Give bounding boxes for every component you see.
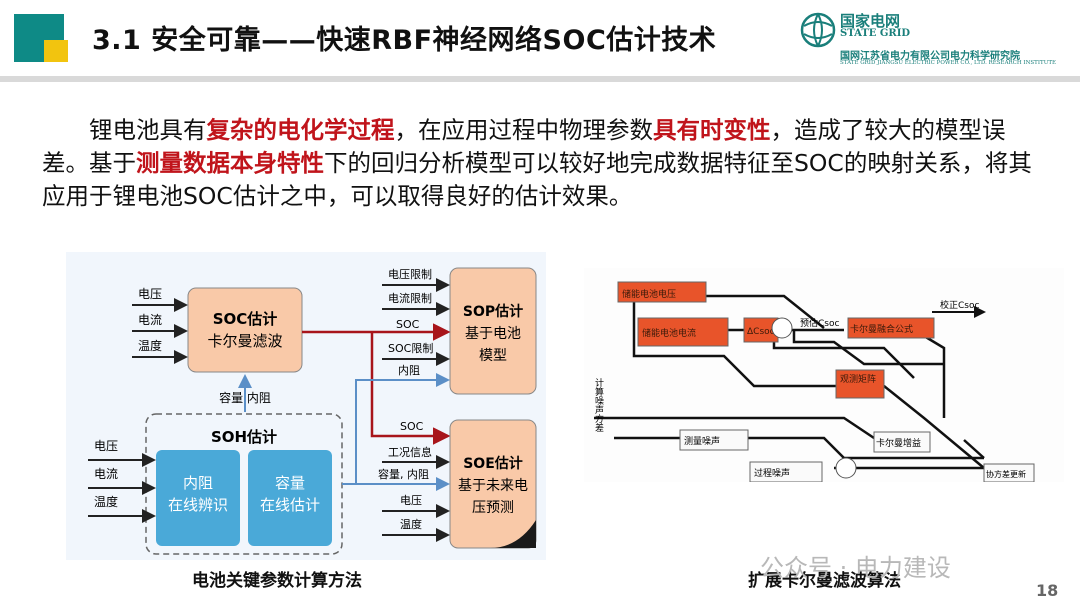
highlight-3: 测量数据本身特性	[136, 149, 324, 177]
ekf-block-label: 协方差更新	[986, 469, 1026, 479]
soc-estimation-box	[187, 287, 303, 373]
state-grid-logo: 国家电网 STATE GRID 国网江苏省电力有限公司电力科学研究院 STATE…	[798, 10, 1078, 70]
ekf-label-correct: 校正Csoc	[940, 299, 979, 311]
title-decoration-yellow	[44, 40, 68, 62]
sop-box-line3: 模型	[479, 348, 507, 364]
body-text-3: ，造成了较大的模型误差。基于	[42, 116, 1006, 177]
sop-input-label: SOC限制	[388, 342, 433, 355]
soe-input-label: 电压	[400, 494, 422, 507]
ekf-block-label: 卡尔曼增益	[876, 437, 921, 449]
ekf-block-label: ΔCsoc	[747, 327, 775, 337]
soh-capacity-box	[248, 450, 332, 546]
header-divider	[0, 76, 1080, 82]
left-figure-caption: 电池关键参数计算方法	[192, 571, 362, 591]
soe-input-label: 工况信息	[388, 445, 432, 459]
ekf-block-label: 过程噪声	[754, 467, 790, 479]
soh-resistance-box	[156, 450, 240, 546]
sop-input-label: SOC	[396, 318, 420, 331]
sop-input-label: 电压限制	[388, 268, 432, 281]
soe-box-title: SOE估计	[463, 455, 523, 472]
soh-input-label: 电压	[94, 439, 118, 453]
sop-input-label: 电流限制	[388, 291, 432, 305]
logo-organization: 国网江苏省电力有限公司电力科学研究院	[840, 51, 1020, 62]
soh-title: SOH估计	[211, 428, 277, 446]
ekf-block-label: 观测矩阵	[840, 373, 876, 385]
soh-capacity-method: 在线估计	[260, 496, 320, 514]
soh-to-soc-label: 容量 内阻	[219, 390, 271, 405]
ekf-block	[835, 369, 885, 399]
soc-box-method: 卡尔曼滤波	[207, 332, 282, 350]
soe-input-label: 温度	[400, 517, 422, 531]
ekf-block	[637, 317, 729, 347]
ekf-block	[873, 431, 931, 453]
sop-box-title: SOP估计	[463, 303, 523, 320]
page-number: 18	[1036, 581, 1059, 600]
soe-box-line3: 压预测	[472, 500, 514, 516]
soe-input-label: 容量, 内阻	[378, 467, 429, 481]
logo-english-name: STATE GRID	[840, 28, 911, 39]
highlight-1: 复杂的电化学过程	[206, 116, 395, 144]
ekf-block-label: 储能电池电压	[622, 288, 676, 300]
sop-input-label: 内阻	[398, 363, 420, 377]
battery-parameter-diagram: 电压 电流 温度 SOC估计 卡尔曼滤波 容量 内阻 SOH估计 内阻 在线辨识…	[66, 252, 546, 560]
body-text-1: 锂电池具有	[89, 116, 207, 144]
highlight-2: 具有时变性	[653, 116, 771, 144]
soh-capacity-label: 容量	[275, 474, 305, 492]
ekf-block	[847, 317, 935, 339]
logo-organization-english: STATE GRID JIANGSU ELECTRIC POWER CO., L…	[840, 60, 1057, 66]
slide-title: 3.1 安全可靠——快速RBF神经网络SOC估计技术	[92, 25, 717, 56]
ekf-algorithm-diagram: 储能电池电压 储能电池电流 ΔCsoc 卡尔曼融合公式 观测矩阵 测量噪声 卡尔…	[584, 268, 1064, 483]
ekf-block-label: 储能电池电流	[642, 327, 696, 339]
body-paragraph: 锂电池具有复杂的电化学过程，在应用过程中物理参数具有时变性，造成了较大的模型误差…	[42, 114, 1052, 213]
right-figure-caption: 扩展卡尔曼滤波算法	[748, 571, 901, 591]
soc-input-label: 电流	[138, 313, 162, 327]
ekf-algorithm-svg: 储能电池电压 储能电池电流 ΔCsoc 卡尔曼融合公式 观测矩阵 测量噪声 卡尔…	[593, 281, 1035, 483]
soh-resistance-method: 在线辨识	[168, 496, 228, 514]
sum-node	[835, 457, 857, 479]
ekf-block-label: 卡尔曼融合公式	[850, 323, 913, 335]
ekf-label-predict: 预估Csoc	[800, 317, 839, 329]
soe-input-label: SOC	[400, 420, 424, 433]
state-grid-globe-icon	[800, 12, 836, 48]
soc-box-title: SOC估计	[213, 310, 278, 328]
soh-resistance-label: 内阻	[183, 474, 213, 492]
soh-input-label: 电流	[94, 467, 118, 481]
soe-box-shadow	[490, 520, 536, 548]
soc-to-soe-arrow	[370, 332, 451, 445]
sum-node	[771, 317, 793, 339]
sop-box-line2: 基于电池	[465, 325, 521, 342]
soh-to-sop-arrow	[342, 373, 450, 485]
body-text-2: ，在应用过程中物理参数	[394, 116, 654, 144]
ekf-block-label: 测量噪声	[684, 435, 720, 447]
soc-input-label: 温度	[138, 338, 162, 353]
ekf-block	[617, 281, 707, 303]
logo-chinese-name: 国家电网	[840, 12, 901, 30]
soe-box-line2: 基于未来电	[458, 477, 528, 494]
watermark: 公众号 · 电力建设	[760, 554, 951, 582]
body-text-4: 下的回归分析模型可以较好地完成数据特征至SOC的映射关系，将其应用于锂电池SOC…	[42, 149, 1032, 210]
ekf-block	[679, 429, 749, 451]
ekf-side-label: 计算噪声方差	[593, 377, 604, 432]
soh-input-label: 温度	[94, 494, 118, 509]
battery-parameter-svg: 电压 电流 温度 SOC估计 卡尔曼滤波 容量 内阻 SOH估计 内阻 在线辨识…	[88, 267, 537, 555]
soc-input-label: 电压	[138, 287, 162, 301]
